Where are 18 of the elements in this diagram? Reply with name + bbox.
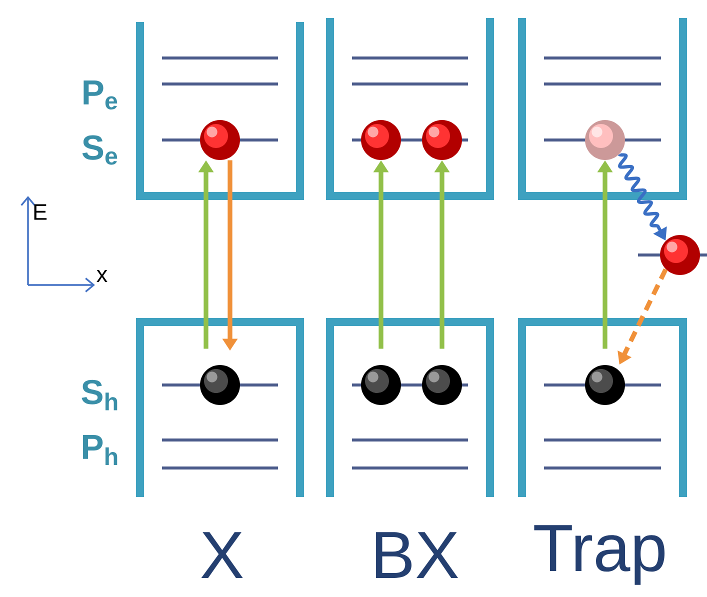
axis-label: x	[96, 270, 108, 282]
level-label: S$_{e}$	[82, 135, 118, 165]
column-label: Trap	[534, 525, 664, 585]
hole	[200, 365, 240, 405]
hole	[585, 365, 625, 405]
level-label: P$_{h}$	[83, 435, 118, 465]
axis-label: E	[34, 204, 47, 220]
column-label: BX	[376, 532, 458, 578]
electron	[361, 120, 401, 160]
column-label: X	[201, 532, 243, 578]
electron	[422, 120, 462, 160]
electron	[585, 120, 625, 160]
level-label: P$_{e}$	[84, 80, 118, 110]
electron	[660, 235, 700, 275]
hole	[422, 365, 462, 405]
electron	[200, 120, 240, 160]
level-label: S$_{h}$	[82, 380, 118, 410]
hole	[361, 365, 401, 405]
